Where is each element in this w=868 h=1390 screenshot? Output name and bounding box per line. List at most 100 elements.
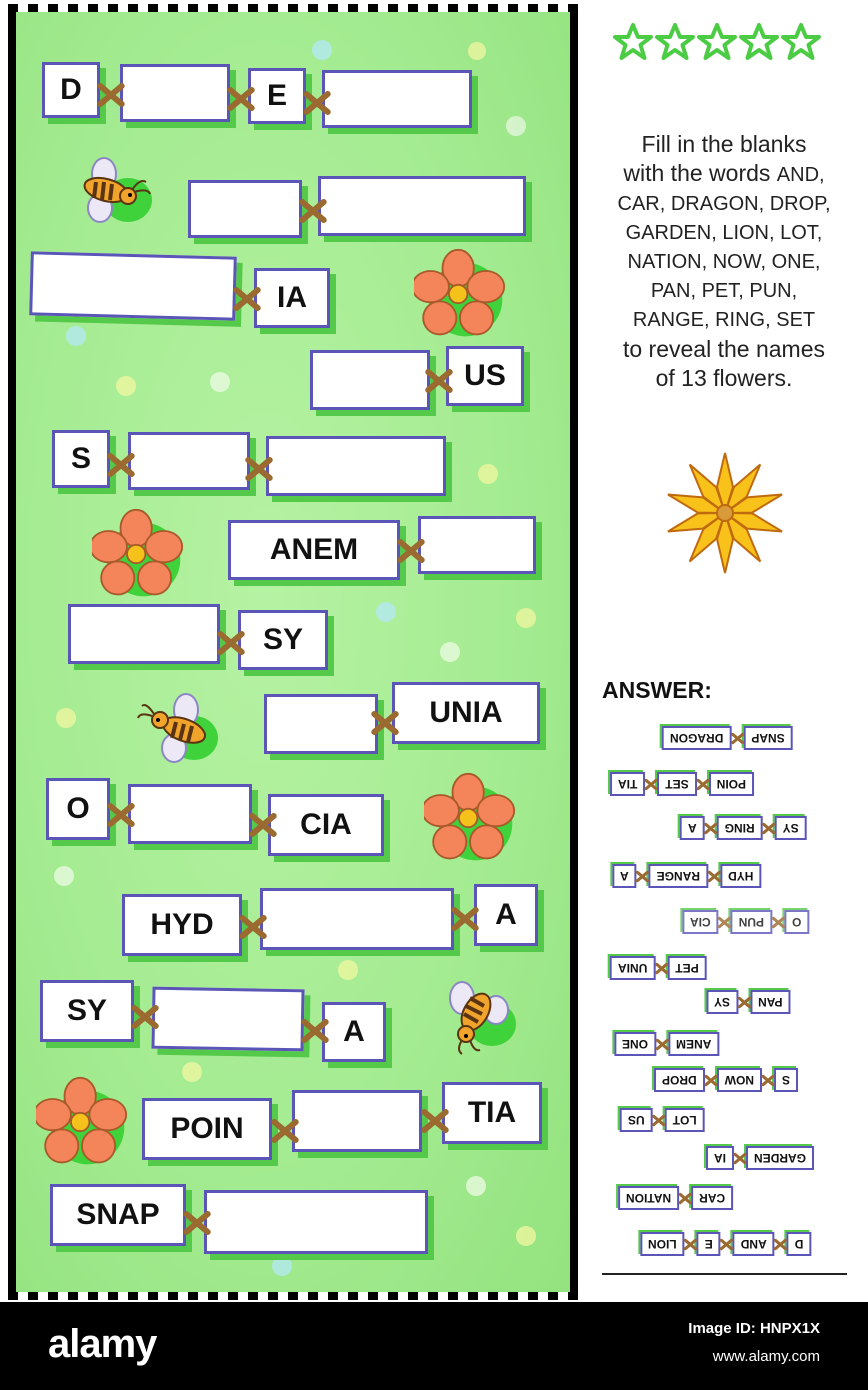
connector-cross-icon: [650, 1111, 668, 1129]
instructions-line: of 13 flowers.: [655, 365, 793, 391]
answer-row: O PUN CIA: [682, 909, 810, 935]
decor-dot: [338, 960, 358, 980]
star-icon: [781, 23, 821, 60]
answer-tile: PUN: [730, 910, 773, 934]
answer-tile: POIN: [708, 772, 755, 796]
connector-cross-icon: [760, 819, 778, 837]
alamy-logo: alamy: [48, 1322, 157, 1366]
letter-tile: UNIA: [392, 682, 540, 744]
puzzle-row-7: SY: [16, 596, 570, 670]
connector-cross-icon: [222, 80, 260, 118]
orange-flower-icon: [424, 772, 516, 861]
connector-cross-icon: [769, 913, 787, 931]
letter-tile: SNAP: [50, 1184, 186, 1246]
blank-tile[interactable]: [29, 251, 237, 321]
connector-cross-icon: [266, 1112, 304, 1150]
answer-tile: AND: [732, 1232, 775, 1256]
answer-heading: ANSWER:: [602, 677, 712, 703]
connector-cross-icon: [652, 959, 670, 977]
answer-tile: DROP: [654, 1068, 705, 1092]
connector-cross-icon: [240, 450, 278, 488]
blank-tile[interactable]: [260, 888, 454, 950]
answer-tile: US: [620, 1108, 653, 1132]
instructions-line: to reveal the names: [622, 336, 825, 362]
footer-bar: alamy Image ID: HNPX1X www.alamy.com: [0, 1302, 868, 1390]
letter-tile: POIN: [142, 1098, 272, 1160]
connector-cross-icon: [759, 1071, 777, 1089]
yellow-flower-icon: [667, 452, 783, 574]
answer-divider: [602, 1273, 847, 1275]
connector-cross-icon: [728, 729, 746, 747]
decor-dot: [376, 602, 396, 622]
orange-flower-icon: [36, 1076, 128, 1165]
answer-tile: GARDEN: [746, 1146, 815, 1170]
blank-tile[interactable]: [128, 784, 252, 844]
blank-tile[interactable]: [120, 64, 230, 122]
blank-tile[interactable]: [310, 350, 430, 410]
puzzle-row-11: SY A: [16, 972, 570, 1062]
decor-dot: [272, 1256, 292, 1276]
decor-dot: [66, 326, 86, 346]
answer-tile: IA: [706, 1146, 734, 1170]
bee-icon: [137, 693, 218, 763]
star-icon: [655, 23, 695, 60]
blank-tile[interactable]: [128, 432, 250, 490]
connector-cross-icon: [642, 775, 660, 793]
answer-tile: SNAP: [743, 726, 793, 750]
blank-tile[interactable]: [188, 180, 302, 238]
bee-icon: [83, 157, 152, 223]
answer-tile: O: [784, 910, 810, 934]
letter-tile: SY: [40, 980, 134, 1042]
puzzle-row-9: O CIA: [16, 772, 570, 856]
answer-tile: ONE: [614, 1032, 657, 1056]
answer-tile: CAR: [691, 1186, 734, 1210]
image-id-text: Image ID: HNPX1X: [688, 1320, 820, 1337]
orange-flower-icon: [414, 248, 506, 337]
puzzle-row-12: POIN TIA: [16, 1074, 570, 1160]
answer-tile: PAN: [750, 990, 791, 1014]
blank-tile[interactable]: [322, 70, 472, 128]
connector-cross-icon: [694, 775, 712, 793]
decor-dot: [478, 464, 498, 484]
decor-dot: [210, 372, 230, 392]
puzzle-row-1: D E: [16, 56, 570, 128]
answer-tile: CIA: [682, 910, 719, 934]
puzzle-row-4: US: [16, 338, 570, 410]
bee-icon: [449, 981, 516, 1055]
answer-tile: NOW: [716, 1068, 762, 1092]
puzzle-row-2: [16, 164, 570, 238]
puzzle-row-10: HYD A: [16, 874, 570, 956]
blank-tile[interactable]: [68, 604, 220, 664]
blank-tile[interactable]: [318, 176, 526, 236]
connector-cross-icon: [102, 796, 140, 834]
blank-tile[interactable]: [264, 694, 378, 754]
puzzle-row-3: IA: [16, 248, 570, 328]
blank-tile[interactable]: [418, 516, 536, 574]
site-url-text: www.alamy.com: [712, 1348, 820, 1365]
blank-tile[interactable]: [266, 436, 446, 496]
letter-tile: ANEM: [228, 520, 400, 580]
letter-tile: CIA: [268, 794, 384, 856]
connector-cross-icon: [718, 1235, 736, 1253]
decor-dot: [56, 708, 76, 728]
letter-tile: IA: [254, 268, 330, 328]
puzzle-background: D E IA US S: [16, 12, 570, 1292]
blank-tile[interactable]: [204, 1190, 428, 1254]
answer-tile: RANGE: [648, 864, 709, 888]
star-icon: [613, 23, 653, 60]
letter-tile: HYD: [122, 894, 242, 956]
blank-tile[interactable]: [292, 1090, 422, 1152]
decor-dot: [468, 42, 486, 60]
connector-cross-icon: [244, 806, 282, 844]
word-list-line: NATION, NOW, ONE,: [627, 251, 821, 273]
connector-cross-icon: [731, 1149, 749, 1167]
blank-tile[interactable]: [151, 986, 305, 1052]
decor-dot: [312, 40, 332, 60]
answer-tile: LOT: [664, 1108, 705, 1132]
connector-cross-icon: [392, 532, 430, 570]
connector-cross-icon: [446, 900, 484, 938]
answer-tile: NATION: [618, 1186, 680, 1210]
connector-cross-icon: [102, 446, 140, 484]
